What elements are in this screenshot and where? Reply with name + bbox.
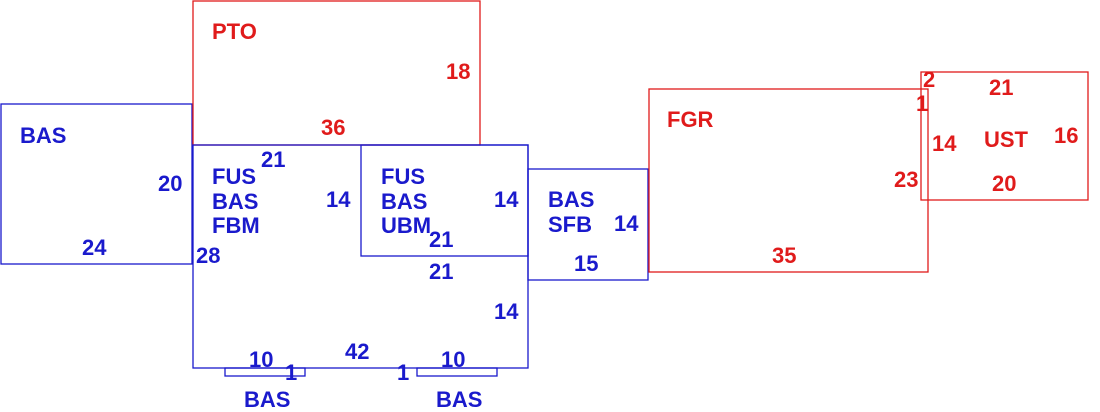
- fgr-dim-bottom: 35: [772, 243, 796, 268]
- stoop-right-dim-width: 10: [441, 347, 465, 372]
- fus-ubm-line2: BAS: [381, 189, 427, 214]
- lower-dim-top: 21: [429, 259, 453, 284]
- lower-dim-bottom: 42: [345, 339, 369, 364]
- area-bas-left-outline: [0, 103, 193, 265]
- stoop-right-outline: [416, 367, 498, 377]
- ust-dim-bottom: 20: [992, 171, 1016, 196]
- area-bas-sfb-outline: [527, 168, 649, 281]
- ust-dim-right: 16: [1054, 123, 1078, 148]
- area-ust-outline: [920, 71, 1089, 201]
- bas-left-dim-bottom: 24: [82, 235, 107, 260]
- bas-sfb-dim-bottom: 15: [574, 251, 598, 276]
- bas-left-dim-right: 20: [158, 171, 182, 196]
- pto-dim-right: 18: [446, 59, 470, 84]
- pto-code: PTO: [212, 19, 257, 44]
- pto-dim-bottom: 36: [321, 115, 345, 140]
- fus-fbm-dim-right: 14: [326, 187, 351, 212]
- lower-dim-right: 14: [494, 299, 519, 324]
- fgr-code: FGR: [667, 107, 714, 132]
- fus-ubm-line1: FUS: [381, 164, 425, 189]
- stoop-left-code: BAS: [244, 387, 290, 412]
- fus-fbm-line2: BAS: [212, 189, 258, 214]
- bas-sfb-dim-right: 14: [614, 211, 639, 236]
- stoop-left-outline: [224, 367, 306, 377]
- fus-fbm-line3: FBM: [212, 213, 260, 238]
- ust-code: UST: [984, 127, 1029, 152]
- fus-ubm-dim-bottom: 21: [429, 227, 453, 252]
- stoop-left-dim-depth: 1: [285, 360, 297, 385]
- ust-dim-corner: 2: [923, 67, 935, 92]
- fus-fbm-dim-top: 21: [261, 147, 285, 172]
- fgr-dim-top-right: 1: [916, 91, 928, 116]
- bas-sfb-line2: SFB: [548, 212, 592, 237]
- fus-fbm-dim-left: 28: [196, 243, 220, 268]
- fgr-dim-right: 23: [894, 167, 918, 192]
- ust-dim-left: 14: [932, 131, 957, 156]
- stoop-left-dim-width: 10: [249, 347, 273, 372]
- area-fgr-outline: [648, 88, 929, 273]
- stoop-right-code: BAS: [436, 387, 482, 412]
- ust-dim-top: 21: [989, 75, 1013, 100]
- fus-ubm-dim-right: 14: [494, 187, 519, 212]
- fus-ubm-line3: UBM: [381, 213, 431, 238]
- bas-left-code: BAS: [20, 123, 66, 148]
- bas-sfb-line1: BAS: [548, 187, 594, 212]
- stoop-right-dim-depth: 1: [397, 360, 409, 385]
- fus-fbm-line1: FUS: [212, 164, 256, 189]
